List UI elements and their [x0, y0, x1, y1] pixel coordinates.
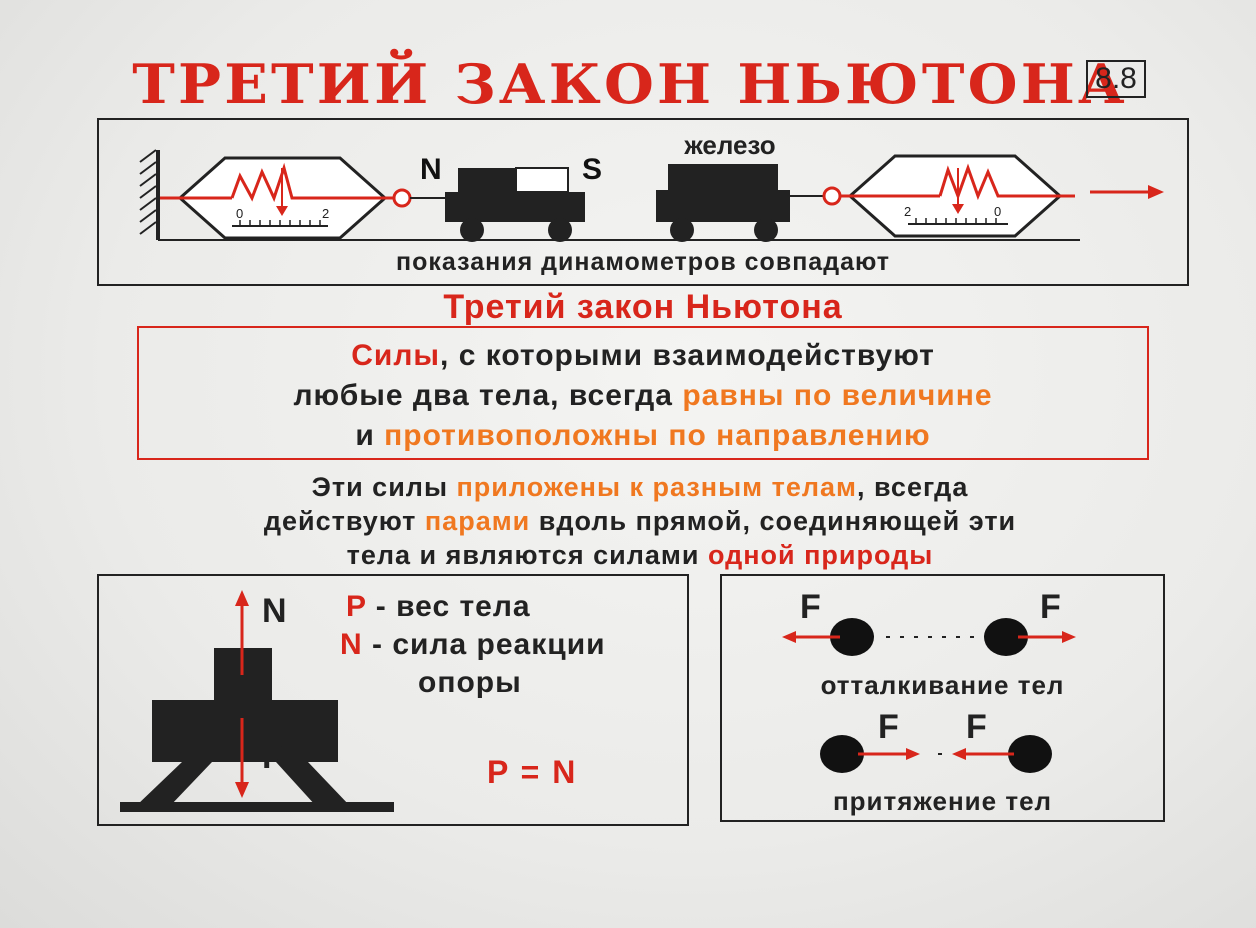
law-word-forces: Силы	[351, 339, 441, 372]
law-statement: Силы, с которыми взаимодействуют любые д…	[137, 336, 1149, 456]
legend-text: - вес тела	[366, 590, 531, 623]
law-highlight-opposite: противоположны по направлению	[384, 419, 931, 452]
dial-tick-label: 2	[904, 204, 911, 219]
legend-weight: P - вес тела	[346, 590, 531, 624]
dial-tick-label: 0	[236, 206, 243, 221]
para-text: тела и являются силами	[346, 540, 708, 570]
legend-symbol: N	[340, 628, 363, 661]
force-label-attract-left: F	[878, 708, 900, 746]
attraction-diagram	[820, 735, 1052, 773]
force-label-right: F	[1040, 588, 1062, 626]
para-highlight: приложены к разным телам	[456, 472, 857, 502]
para-highlight: одной природы	[707, 540, 934, 570]
repulsion-diagram	[782, 618, 1076, 656]
repulsion-caption: отталкивание тел	[820, 670, 1065, 700]
iron-label: железо	[684, 130, 776, 160]
magnet-cart-icon	[410, 167, 585, 242]
para-text: действуют	[263, 506, 425, 536]
magnet-south-label: S	[582, 153, 603, 186]
law-statement-box	[137, 326, 1149, 460]
legend-reaction-cont: опоры	[418, 666, 522, 699]
normal-force-arrow-icon	[235, 590, 249, 675]
equation: P = N	[487, 754, 578, 790]
page-title: ТРЕТИЙ ЗАКОН НЬЮТОНА	[132, 52, 1128, 116]
para-text: Эти силы	[311, 472, 457, 502]
force-label-left: F	[800, 588, 822, 626]
normal-force-label: N	[262, 592, 288, 630]
figure-number-badge: 8.8	[1086, 60, 1146, 98]
dial-tick-label: 0	[994, 204, 1001, 219]
law-text: любые два тела, всегда	[293, 379, 683, 412]
legend-text: - сила реакции	[362, 628, 606, 661]
interaction-panel	[720, 574, 1165, 822]
right-dynamometer-icon: 2 0	[822, 154, 1075, 238]
force-label-attract-right: F	[966, 708, 988, 746]
para-text: , всегда	[857, 472, 969, 502]
weight-force-label: P	[262, 738, 286, 776]
legend-reaction: N - сила реакции	[340, 628, 606, 662]
dial-tick-label: 2	[322, 206, 329, 221]
iron-cart-icon	[656, 164, 826, 242]
wall-icon	[139, 149, 160, 240]
left-dynamometer-icon: 0 2	[160, 156, 412, 240]
magnet-north-label: N	[420, 153, 442, 186]
weight-force-arrow-icon	[235, 718, 249, 798]
pull-arrow-icon	[1090, 185, 1164, 199]
law-highlight-equal: равны по величине	[682, 379, 993, 412]
dynamometer-experiment-panel	[97, 118, 1189, 286]
section-title: Третий закон Ньютона	[443, 288, 843, 326]
table-with-block-icon	[120, 648, 394, 812]
explanation-paragraph: Эти силы приложены к разным телам, всегд…	[120, 470, 1160, 572]
legend-symbol: P	[346, 590, 367, 623]
para-highlight: парами	[424, 506, 531, 536]
law-text: , с которыми взаимодействуют	[440, 339, 935, 372]
weight-reaction-panel	[97, 574, 689, 826]
dynamometer-caption: показания динамометров совпадают	[396, 248, 890, 276]
attraction-caption: притяжение тел	[832, 786, 1053, 816]
law-text: и	[355, 419, 385, 452]
para-text: вдоль прямой, соединяющей эти	[530, 506, 1017, 536]
